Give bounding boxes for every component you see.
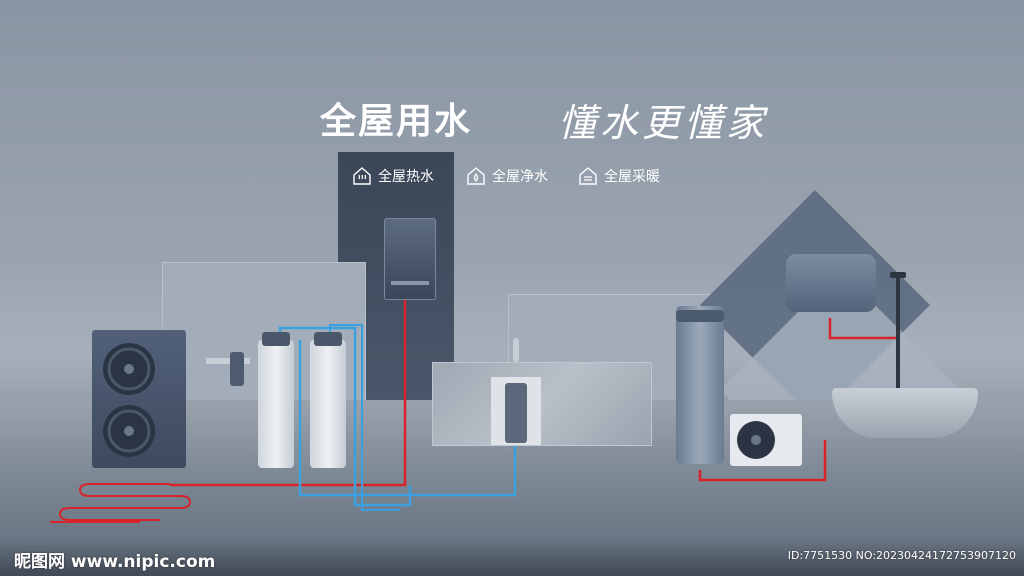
- feature-hot-water: 全屋热水: [352, 164, 434, 188]
- watermark-id: ID:7751530 NO:20230424172753907120: [787, 549, 1016, 562]
- feature-hot-water-label: 全屋热水: [378, 169, 434, 185]
- bottom-band: [0, 540, 1024, 576]
- headline-left: 全屋用水: [320, 101, 473, 142]
- feature-purified-water: 全屋净水: [466, 164, 548, 188]
- bathtub: [832, 388, 978, 438]
- watermark-site: 昵图网 www.nipic.com: [14, 552, 216, 572]
- headline-slogan: 懂水更懂家: [558, 101, 769, 145]
- feature-heating: 全屋采暖: [578, 164, 660, 188]
- water-softener-right: [310, 332, 346, 468]
- electric-water-heater: [786, 254, 876, 312]
- feature-heating-label: 全屋采暖: [604, 169, 660, 185]
- heat-pump-outdoor-unit: [92, 330, 186, 468]
- floor-heating-coil: [50, 483, 192, 523]
- shower-head: [890, 272, 906, 278]
- pre-filter: [206, 352, 250, 386]
- kitchen-faucet: [513, 338, 519, 362]
- feature-purified-water-label: 全屋净水: [492, 169, 548, 185]
- wall-hung-boiler: [384, 218, 436, 300]
- air-source-unit: [730, 414, 802, 466]
- water-softener-left: [258, 332, 294, 468]
- shower-pole: [896, 276, 900, 396]
- heat-pump-water-heater-tank: [676, 306, 724, 464]
- house-water-drop-icon: [467, 167, 485, 185]
- kitchen-counter: [432, 362, 652, 446]
- house-heating-icon: [579, 167, 597, 185]
- house-hot-water-icon: [353, 167, 371, 185]
